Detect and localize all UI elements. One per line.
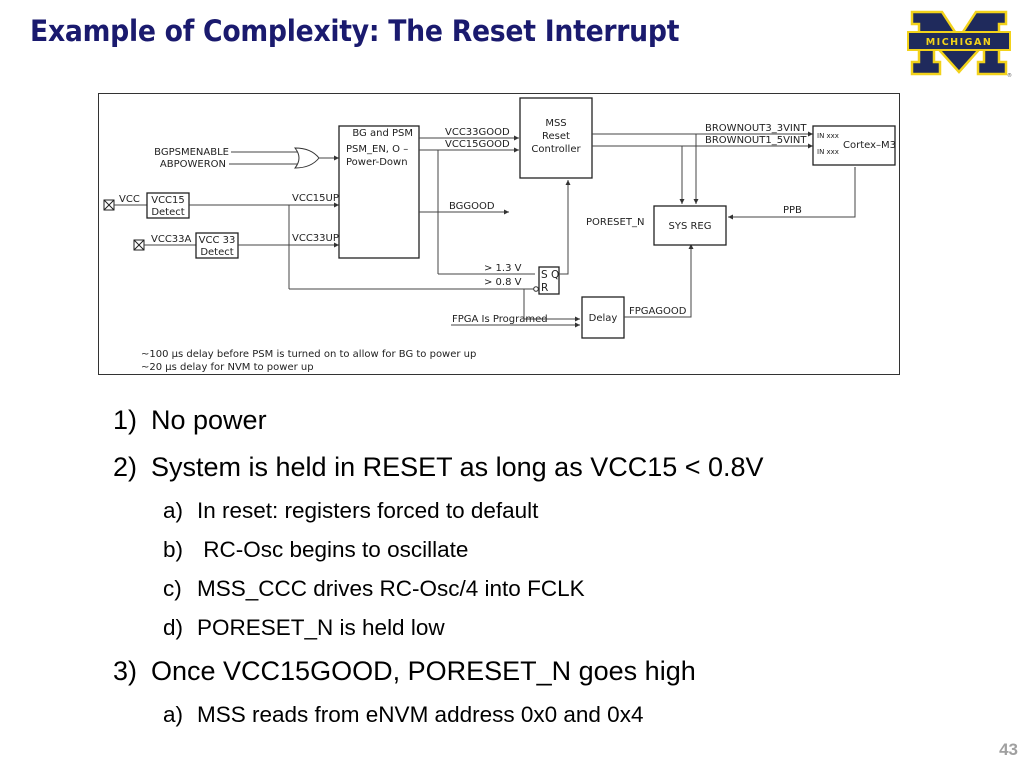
label-abpoweron: ABPOWERON <box>160 159 226 170</box>
diagram-note-1: ~100 µs delay before PSM is turned on to… <box>141 349 476 360</box>
bullet-number: 1) <box>113 405 138 435</box>
slide-title: Example of Complexity: The Reset Interru… <box>30 14 680 48</box>
vcc15-detect-line2: Detect <box>151 207 184 218</box>
label-fpgagood: FPGAGOOD <box>629 306 687 317</box>
vcc-pin-icon <box>103 199 115 211</box>
vcc15-detect-line1: VCC15 <box>151 195 185 206</box>
vcc33a-pin-icon <box>133 239 145 251</box>
cortex-m3-block <box>812 125 896 166</box>
label-brownout1: BROWNOUT1_5VINT <box>705 135 807 146</box>
registered-mark: ® <box>1007 72 1012 78</box>
label-vcc33a: VCC33A <box>151 234 192 245</box>
cortex-in1: IN xxx <box>817 132 839 140</box>
sys-reg-label: SYS REG <box>669 221 712 232</box>
label-poreset-n: PORESET_N <box>586 217 644 228</box>
bg-psm-line3: Power-Down <box>346 157 408 168</box>
label-gt13: > 1.3 V <box>484 263 522 274</box>
bullet-number: 3) <box>113 656 138 686</box>
michigan-logo: MICHIGAN ® <box>907 10 1012 78</box>
vcc33-detect-line2: Detect <box>200 247 233 258</box>
bullet-number: c) <box>163 576 182 601</box>
label-fpga-programed: FPGA Is Programed <box>452 314 548 325</box>
bullet-item: 2) System is held in RESET as long as VCC… <box>113 452 764 483</box>
reset-block-diagram: BGPSMENABLE ABPOWERON VCC VCC15 Detect V… <box>98 93 900 375</box>
label-vcc33up: VCC33UP <box>292 233 339 244</box>
page-number: 43 <box>999 740 1018 759</box>
sr-latch-block <box>538 266 560 295</box>
bullet-item: 3) Once VCC15GOOD, PORESET_N goes high <box>113 656 696 687</box>
label-bgpsmenable: BGPSMENABLE <box>154 147 229 158</box>
vcc33-detect-line1: VCC 33 <box>199 235 236 246</box>
wire-r-to-delay <box>523 289 580 322</box>
bg-psm-line2: PSM_EN, O – <box>346 144 408 155</box>
sub-bullet-item: d) PORESET_N is held low <box>163 615 445 641</box>
label-ppb: PPB <box>783 205 802 216</box>
bullet-text: PORESET_N is held low <box>197 615 445 640</box>
mss-reset-line3: Controller <box>531 144 581 155</box>
mss-reset-controller-block <box>519 97 593 179</box>
label-vcc: VCC <box>119 194 140 205</box>
label-vcc33good: VCC33GOOD <box>445 127 510 138</box>
mss-reset-line1: MSS <box>545 118 566 129</box>
or-gate-icon <box>293 147 320 169</box>
sub-bullet-item: b) RC-Osc begins to oscillate <box>163 537 468 563</box>
logo-text: MICHIGAN <box>926 37 993 48</box>
bullet-number: 2) <box>113 452 138 482</box>
wire-ppb <box>728 167 856 220</box>
label-vcc15good: VCC15GOOD <box>445 139 510 150</box>
sys-reg-block <box>653 205 727 246</box>
bullet-item: 1) No power <box>113 405 267 436</box>
sub-bullet-item: a) MSS reads from eNVM address 0x0 and 0x… <box>163 702 643 728</box>
sub-bullet-item: a) In reset: registers forced to default <box>163 498 538 524</box>
sr-latch-r: R <box>541 282 548 294</box>
bullet-text: In reset: registers forced to default <box>197 498 539 523</box>
bg-psm-block <box>338 125 420 259</box>
wire-fpgagood <box>624 244 694 318</box>
bullet-text: RC-Osc begins to oscillate <box>197 537 469 562</box>
bullet-number: a) <box>163 702 184 727</box>
vcc15-detect-block <box>146 192 190 219</box>
label-vcc15up: VCC15UP <box>292 193 339 204</box>
bullet-text: System is held in RESET as long as VCC15… <box>151 452 764 482</box>
bullet-number: a) <box>163 498 184 523</box>
label-gt08: > 0.8 V <box>484 277 522 288</box>
bullet-number: b) <box>163 537 184 562</box>
diagram-note-2: ~20 µs delay for NVM to power up <box>141 362 314 373</box>
bullet-text: Once VCC15GOOD, PORESET_N goes high <box>151 656 696 686</box>
bullet-number: d) <box>163 615 184 640</box>
bullet-text: MSS_CCC drives RC-Osc/4 into FCLK <box>197 576 585 601</box>
mss-reset-line2: Reset <box>542 131 570 142</box>
delay-label: Delay <box>589 313 618 324</box>
label-brownout3: BROWNOUT3_3VINT <box>705 123 807 134</box>
cortex-in2: IN xxx <box>817 148 839 156</box>
bg-psm-line1: BG and PSM <box>352 128 413 139</box>
label-bggood: BGGOOD <box>449 201 495 212</box>
cortex-label: Cortex–M3 <box>843 140 896 151</box>
bullet-text: No power <box>151 405 267 435</box>
inverter-bubble-icon <box>533 286 539 292</box>
sr-latch-sq: S Q <box>541 269 559 281</box>
sub-bullet-item: c) MSS_CCC drives RC-Osc/4 into FCLK <box>163 576 585 602</box>
wire-q-to-mss <box>559 180 571 275</box>
bullet-text: MSS reads from eNVM address 0x0 and 0x4 <box>197 702 644 727</box>
block-m-icon <box>907 10 1011 76</box>
